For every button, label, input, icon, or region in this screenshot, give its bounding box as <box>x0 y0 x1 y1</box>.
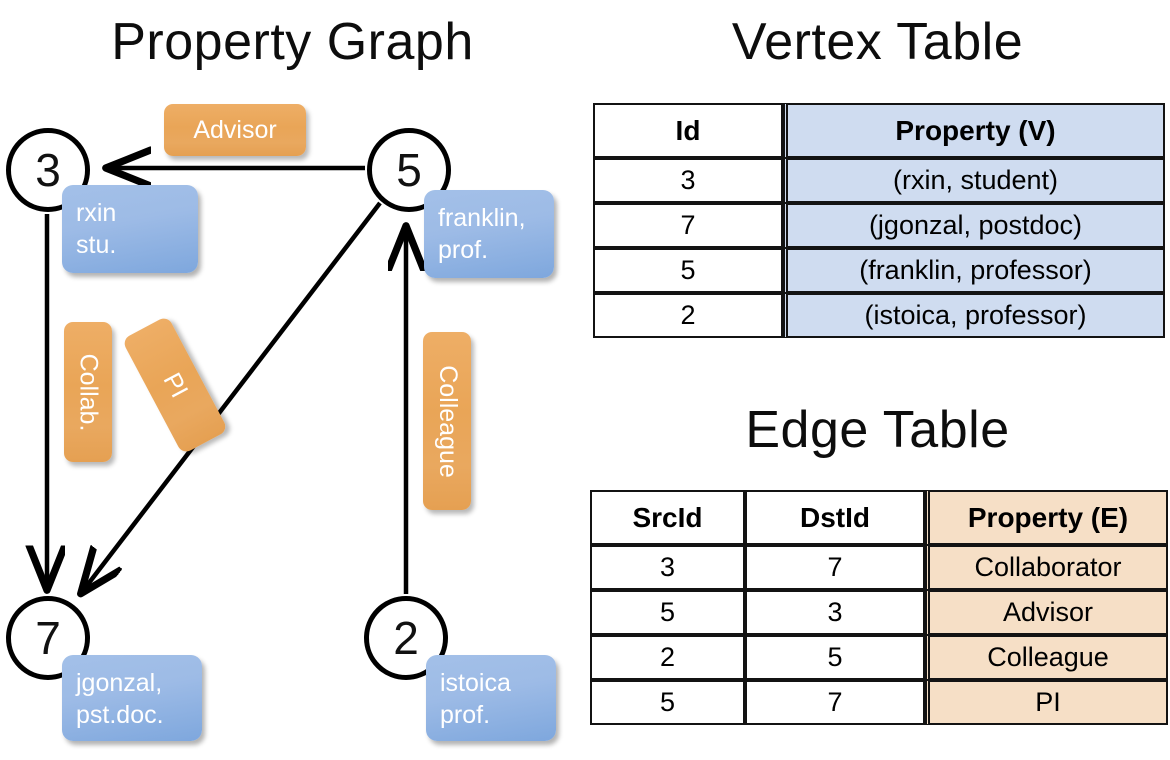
table-row[interactable]: 5 (franklin, professor) <box>593 248 1165 293</box>
cell-id: 5 <box>593 248 783 293</box>
vertex-property-line-1: istoica <box>440 669 511 697</box>
vertex-property-box-jgonzal: jgonzal, pst.doc. <box>62 655 202 741</box>
cell-id: 7 <box>593 203 783 248</box>
table-row[interactable]: 2 (istoica, professor) <box>593 293 1165 338</box>
cell-srcid: 5 <box>590 590 745 635</box>
table-header-row: Id Property (V) <box>593 103 1165 158</box>
edge-label-text: Collab. <box>74 353 103 431</box>
cell-srcid: 2 <box>590 635 745 680</box>
column-header-property-v: Property (V) <box>783 103 1165 158</box>
edge-5-to-7-pi <box>82 201 382 592</box>
column-header-dstid: DstId <box>745 490 925 545</box>
cell-id: 3 <box>593 158 783 203</box>
table-row[interactable]: 3 (rxin, student) <box>593 158 1165 203</box>
table-row[interactable]: 5 7 PI <box>590 680 1168 725</box>
table-row[interactable]: 3 7 Collaborator <box>590 545 1168 590</box>
vertex-table: Id Property (V) 3 (rxin, student) 7 (jgo… <box>593 103 1165 338</box>
edge-table: SrcId DstId Property (E) 3 7 Collaborato… <box>590 490 1168 725</box>
cell-property: Advisor <box>925 590 1168 635</box>
vertex-property-line-2: stu. <box>76 231 117 259</box>
vertex-property-line-2: prof. <box>440 701 491 729</box>
cell-dstid: 5 <box>745 635 925 680</box>
column-header-property-e: Property (E) <box>925 490 1168 545</box>
graph-vertex-2[interactable]: 2 <box>364 596 448 680</box>
cell-id: 2 <box>593 293 783 338</box>
edge-label-text: PI <box>157 367 194 402</box>
cell-property: (istoica, professor) <box>783 293 1165 338</box>
vertex-property-line-1: franklin, <box>438 204 526 232</box>
table-row[interactable]: 5 3 Advisor <box>590 590 1168 635</box>
page-title-edge-table: Edge Table <box>745 401 1010 459</box>
vertex-property-box-rxin: rxin stu. <box>62 185 198 273</box>
page-title-property-graph: Property Graph <box>111 13 474 71</box>
cell-property: (jgonzal, postdoc) <box>783 203 1165 248</box>
cell-property: Collaborator <box>925 545 1168 590</box>
edge-label-advisor: Advisor <box>164 104 306 156</box>
graph-vertex-5[interactable]: 5 <box>367 128 451 212</box>
cell-dstid: 7 <box>745 680 925 725</box>
vertex-property-line-2: prof. <box>438 236 489 264</box>
graph-edge-lines <box>0 0 585 760</box>
cell-property: PI <box>925 680 1168 725</box>
edge-label-text: Colleague <box>433 364 462 478</box>
vertex-property-line-1: jgonzal, <box>76 669 163 697</box>
cell-dstid: 3 <box>745 590 925 635</box>
cell-property: (franklin, professor) <box>783 248 1165 293</box>
vertex-property-box-franklin: franklin, prof. <box>424 190 554 278</box>
cell-dstid: 7 <box>745 545 925 590</box>
column-header-id: Id <box>593 103 783 158</box>
table-row[interactable]: 2 5 Colleague <box>590 635 1168 680</box>
table-row[interactable]: 7 (jgonzal, postdoc) <box>593 203 1165 248</box>
cell-property: (rxin, student) <box>783 158 1165 203</box>
vertex-property-box-istoica: istoica prof. <box>426 655 556 741</box>
vertex-property-line-2: pst.doc. <box>76 701 164 729</box>
property-graph-diagram: 3 5 7 2 rxin stu. franklin, prof. jgonza… <box>0 0 585 760</box>
table-header-row: SrcId DstId Property (E) <box>590 490 1168 545</box>
page-title-vertex-table: Vertex Table <box>731 13 1024 71</box>
edge-label-collab: Collab. <box>64 322 112 462</box>
cell-srcid: 5 <box>590 680 745 725</box>
column-header-srcid: SrcId <box>590 490 745 545</box>
cell-srcid: 3 <box>590 545 745 590</box>
cell-property: Colleague <box>925 635 1168 680</box>
edge-label-text: Advisor <box>193 115 277 144</box>
vertex-property-line-1: rxin <box>76 199 117 227</box>
edge-label-colleague: Colleague <box>423 332 471 510</box>
